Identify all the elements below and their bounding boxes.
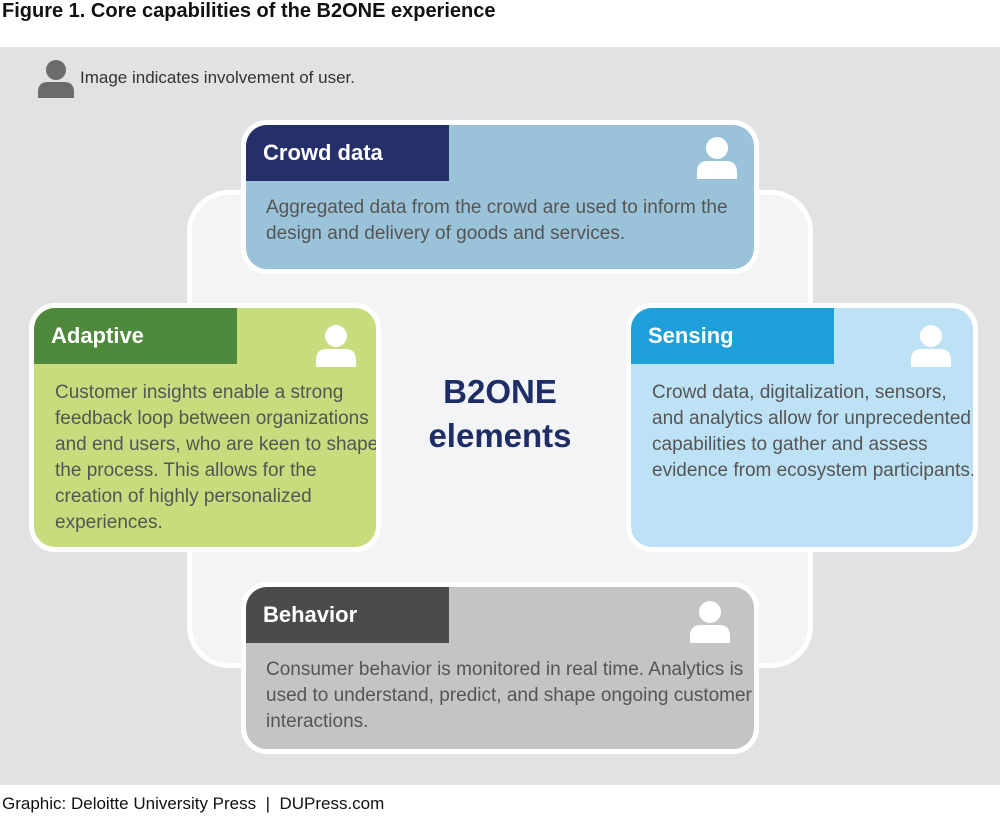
card-title: Crowd data [246, 125, 449, 181]
user-icon [38, 60, 74, 103]
card-description: Customer insights enable a strong feedba… [55, 382, 379, 533]
user-icon [911, 325, 951, 372]
card-crowd-data: Crowd data Aggregated data from the crow… [241, 120, 759, 274]
legend-text: Image indicates involvement of user. [80, 68, 355, 87]
card-sensing: Sensing Crowd data, digitalization, sens… [626, 303, 978, 552]
user-icon [697, 137, 737, 184]
card-title: Adaptive [34, 308, 237, 364]
card-description: Aggregated data from the crowd are used … [266, 197, 728, 244]
center-title: B2ONE elements [400, 370, 600, 458]
user-icon [690, 601, 730, 648]
center-title-line2: elements [428, 417, 572, 454]
center-title-line1: B2ONE [443, 373, 557, 410]
card-description: Consumer behavior is monitored in real t… [266, 659, 752, 732]
card-title: Sensing [631, 308, 834, 364]
card-title: Behavior [246, 587, 449, 643]
footer-credit: Graphic: Deloitte University Press | DUP… [2, 794, 385, 813]
user-icon [316, 325, 356, 372]
card-description: Crowd data, digitalization, sensors, and… [652, 382, 976, 481]
figure-title: Figure 1. Core capabilities of the B2ONE… [2, 0, 496, 22]
card-adaptive: Adaptive Customer insights enable a stro… [29, 303, 381, 552]
card-behavior: Behavior Consumer behavior is monitored … [241, 582, 759, 754]
